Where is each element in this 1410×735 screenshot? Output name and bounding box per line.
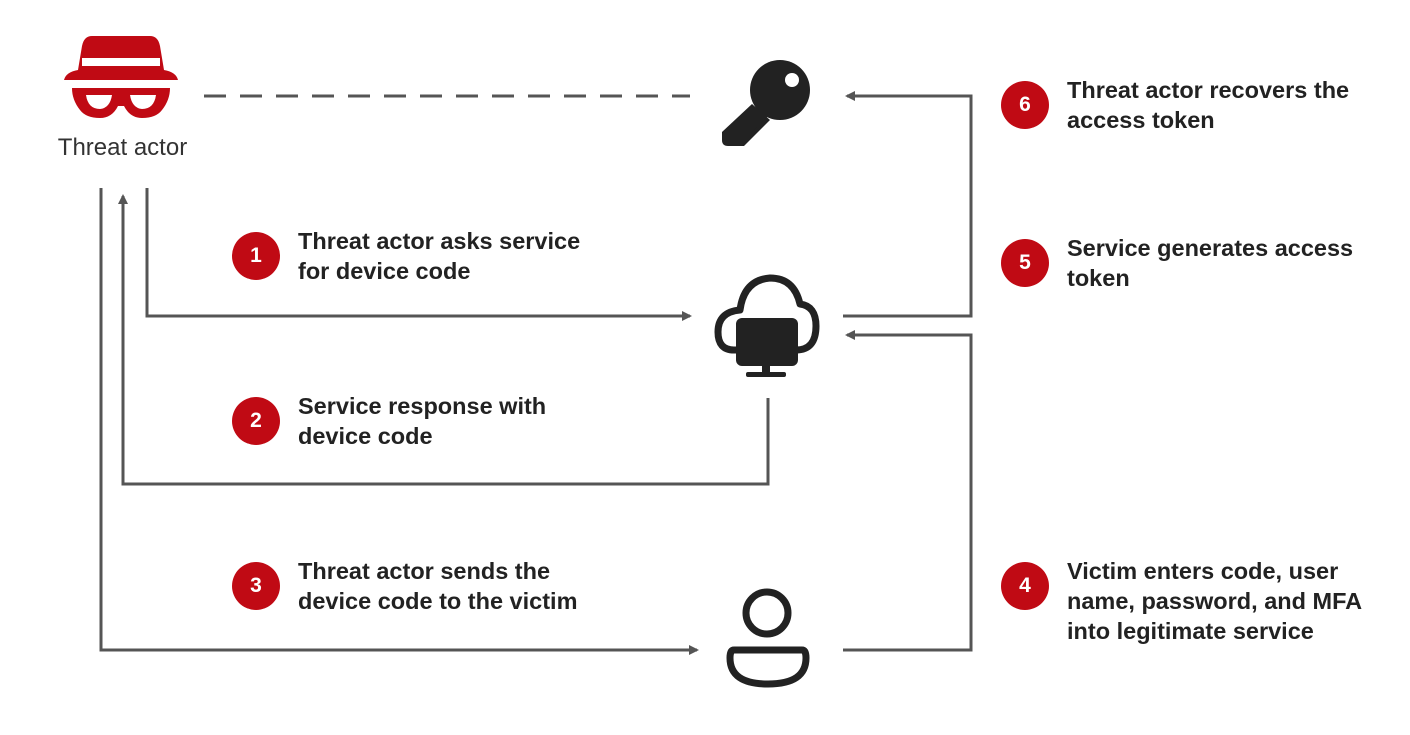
threat-actor-label: Threat actor [57,134,188,161]
threat-actor-icon [64,36,178,118]
cloud-service-icon [714,274,820,377]
step-badge: 1 [232,232,280,280]
step-text-line: device code to the victim [298,588,578,614]
key-icon [722,60,810,146]
step-text-line: Service response with [298,393,547,419]
arrow-step-4 [843,330,973,652]
victim-user-icon [726,588,810,688]
step-text-line: Threat actor sends the [298,558,551,584]
step-text: Threat actor asks service for device cod… [298,226,580,286]
step-text-line: Threat actor asks service [298,228,581,254]
step-text-line: token [1067,265,1130,291]
step-badge: 2 [232,397,280,445]
arrow-step-5-6 [843,91,973,318]
step-text-line: Service generates access [1067,235,1354,261]
step-text-line: name, password, and MFA [1067,588,1363,614]
step-text: Threat actor sends the device code to th… [298,556,577,616]
step-text-line: for device code [298,258,471,284]
step-text-line: into legitimate service [1067,618,1314,644]
step-badge: 5 [1001,239,1049,287]
step-text-line: Victim enters code, user [1067,558,1339,584]
step-text-line: access token [1067,107,1215,133]
step-text: Threat actor recovers the access token [1067,75,1349,135]
arrow-step-3 [99,188,699,655]
step-text: Service response with device code [298,391,546,451]
step-badge: 4 [1001,562,1049,610]
step-text: Victim enters code, user name, password,… [1067,556,1362,646]
arrow-step-1 [145,188,692,321]
arrow-step-2 [118,194,770,486]
step-badge: 3 [232,562,280,610]
step-text-line: Threat actor recovers the [1067,77,1350,103]
step-badge: 6 [1001,81,1049,129]
step-text: Service generates access token [1067,233,1353,293]
step-text-line: device code [298,423,433,449]
